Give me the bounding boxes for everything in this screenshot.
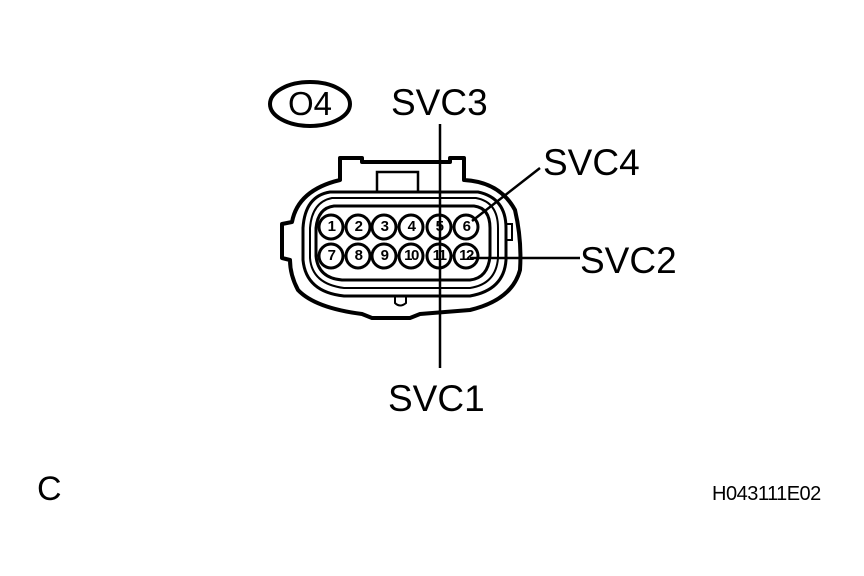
label-svc3: SVC3 [391, 82, 488, 123]
housing-inner-ring-2 [309, 197, 499, 289]
pin-cavity [314, 204, 492, 282]
pin-label: 3 [380, 218, 389, 235]
right-tab [506, 223, 513, 241]
pin-3 [370, 213, 398, 241]
pin-label: 11 [432, 247, 447, 264]
label-svc1: SVC1 [388, 378, 485, 419]
pin-label: 6 [462, 218, 471, 235]
pin-label: 7 [327, 247, 336, 264]
pin-label: 2 [354, 218, 363, 235]
pin-label: 9 [380, 247, 389, 264]
pin-9 [370, 242, 398, 270]
pin-10 [397, 242, 425, 270]
pin-label: 8 [354, 247, 363, 264]
pin-8 [344, 242, 372, 270]
pin-12 [452, 242, 480, 270]
pin-7 [317, 242, 345, 270]
pin-label: 4 [407, 218, 416, 235]
pin-label: 10 [404, 247, 419, 264]
latch-detail [375, 170, 420, 192]
connector-housing-outline [280, 156, 523, 320]
view-letter: C [37, 470, 62, 508]
pin-2 [344, 213, 372, 241]
leader-line-svc4 [471, 167, 541, 222]
pin-label: 1 [327, 218, 336, 235]
pin-label: 12 [459, 247, 474, 264]
pin-1 [317, 213, 345, 241]
connector-id: O4 [288, 85, 333, 122]
figure-code: H043111E02 [712, 483, 821, 505]
bottom-tab [394, 296, 407, 307]
pin-label: 5 [435, 218, 444, 235]
label-svc4: SVC4 [543, 142, 640, 183]
pin-4 [397, 213, 425, 241]
connector-id-ellipse [268, 80, 352, 128]
label-svc2: SVC2 [580, 240, 677, 281]
